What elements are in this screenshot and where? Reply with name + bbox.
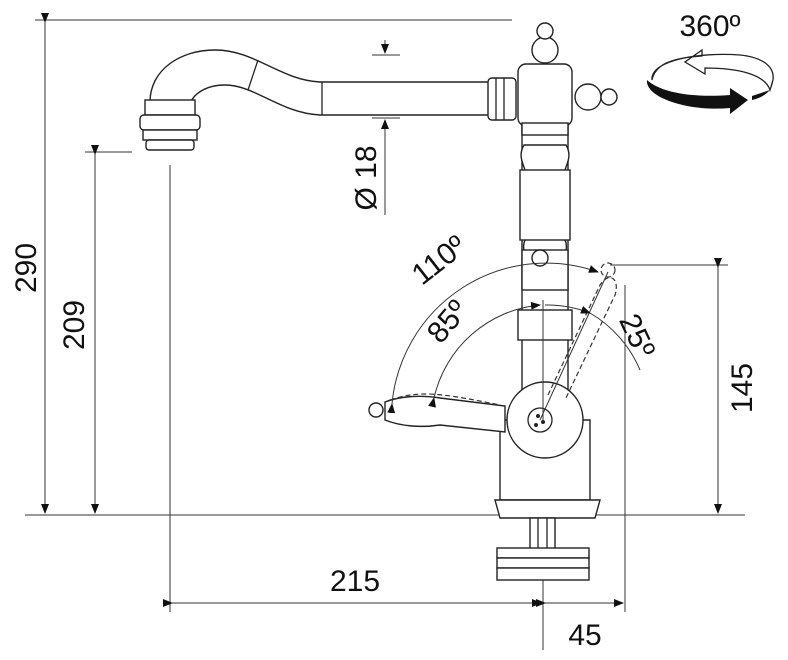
angle-arcs — [387, 262, 641, 414]
spout-diameter-label: Ø 18 — [350, 145, 383, 210]
rotation-360-icon — [646, 48, 774, 114]
rotation-label: 360º — [679, 10, 740, 43]
base-offset-label: 45 — [568, 619, 601, 652]
lever-main-angle-label: 85º — [421, 294, 475, 349]
handle-height-label: 145 — [726, 363, 759, 413]
lever-back-angle-label: 25º — [612, 309, 661, 363]
lever-full-angle-label: 110º — [406, 229, 473, 291]
dimension-lines — [41, 13, 722, 607]
lever-handle — [368, 262, 617, 459]
total-height-label: 290 — [10, 243, 43, 293]
spout — [139, 49, 517, 151]
spout-height-label: 209 — [58, 300, 91, 350]
spout-reach-label: 215 — [330, 565, 380, 598]
